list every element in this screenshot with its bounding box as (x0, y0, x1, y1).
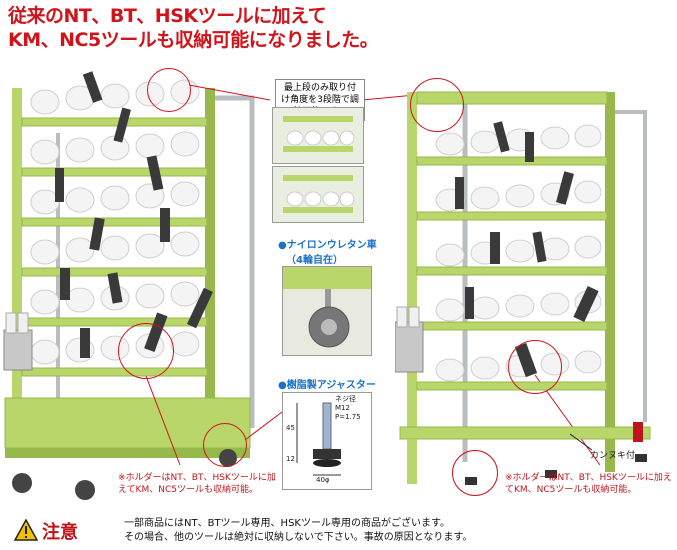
holder-note-left: ※ホルダーはNT、BT、HSKツールに加えてKM、NC5ツールも収納可能。 (118, 473, 276, 495)
caster-photo (282, 266, 372, 356)
caster-label-group: ●ナイロンウレタン車 （4輪自在） (278, 236, 377, 266)
screw-spec: ネジ径 M12 P=1.75 (335, 395, 361, 421)
handle-label: カンヌキ付 (590, 451, 636, 461)
caution-section: 注意 一部商品にはNT、BTツール専用、HSKツール専用の商品がございます。 そ… (12, 515, 672, 549)
dim-40: 40φ (316, 476, 330, 484)
right-top-highlight (410, 78, 464, 132)
holder-note-right: ※ホルダーはNT、BT、HSKツールに加えてKM、NC5ツールも収納可能。 (505, 473, 672, 495)
headline-line1: 従来のNT、BT、HSKツールに加えて (8, 5, 327, 27)
handle-pointer (570, 433, 593, 451)
left-top-highlight (147, 68, 191, 112)
caster-label: ●ナイロンウレタン車 (278, 240, 377, 251)
shelf-angle-photo-2 (272, 166, 364, 223)
dim-45: 45 (286, 424, 295, 432)
shelf-angle-photo-1 (272, 107, 364, 164)
adjuster-diagram (282, 392, 372, 490)
headline: 従来のNT、BT、HSKツールに加えて KM、NC5ツールも収納可能になりました… (8, 4, 379, 52)
left-holder-highlight (118, 323, 174, 379)
right-adjuster-highlight (452, 450, 498, 496)
caution-text: 一部商品にはNT、BTツール専用、HSKツール専用の商品がございます。 その場合… (124, 517, 472, 545)
left-caster-highlight (203, 423, 247, 467)
caution-line2: その場合、他のツールは絶対に収納しないで下さい。事故の原因となります。 (124, 532, 473, 543)
caution-line1: 一部商品にはNT、BTツール専用、HSKツール専用の商品がございます。 (124, 518, 450, 529)
adjuster-label: ●樹脂製アジャスター (278, 380, 376, 391)
caster-sub: （4輪自在） (286, 255, 343, 266)
caution-label: 注意 (42, 522, 78, 543)
warning-icon (14, 519, 38, 541)
headline-line2: KM、NC5ツールも収納可能になりました。 (8, 29, 379, 51)
dim-12: 12 (286, 455, 295, 463)
right-holder-highlight (508, 340, 562, 394)
right-cart-image (395, 91, 651, 485)
